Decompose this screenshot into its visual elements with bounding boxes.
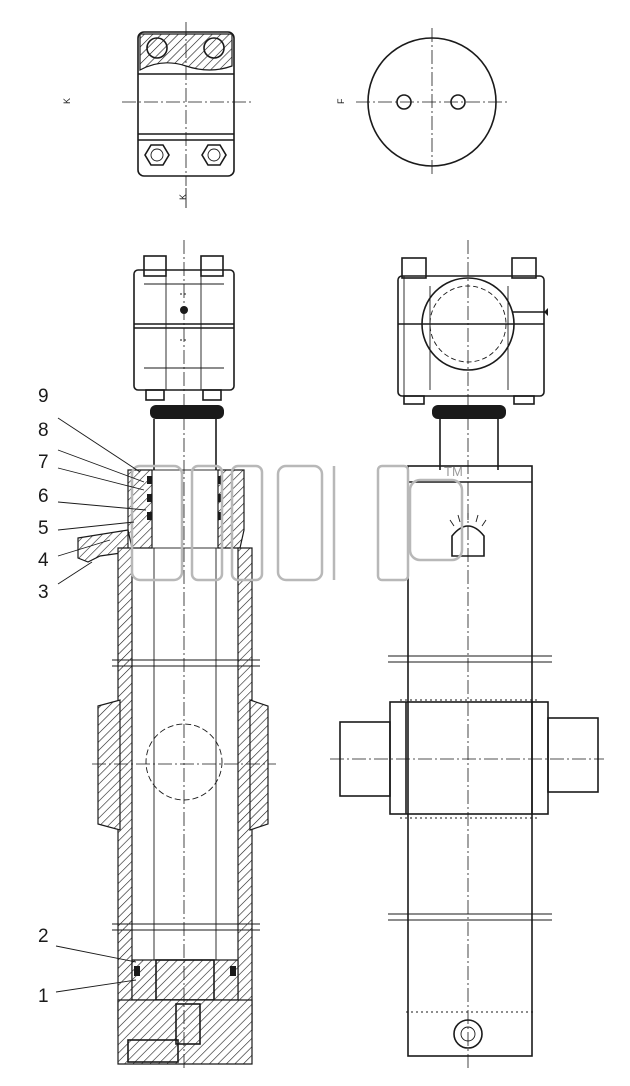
callout-8: 8 <box>38 420 49 441</box>
watermark-tm: TM <box>444 464 463 479</box>
callout-leaders <box>55 417 147 993</box>
callout-9: 9 <box>38 386 49 407</box>
watermark-logo: TM <box>130 464 464 582</box>
right-external-view <box>330 240 604 1068</box>
callout-1: 1 <box>38 986 49 1007</box>
left-sectional-view <box>77 240 276 1070</box>
callout-5: 5 <box>38 518 49 539</box>
view-f-end-plate: F <box>336 28 508 176</box>
view-label-k-left: K <box>62 98 72 104</box>
callout-6: 6 <box>38 486 49 507</box>
view-label-k-bottom: K <box>178 194 188 200</box>
callout-2: 2 <box>38 926 49 947</box>
callout-4: 4 <box>38 550 49 571</box>
callout-7: 7 <box>38 452 49 473</box>
view-label-f: F <box>336 98 346 104</box>
view-k-bracket: K K <box>62 22 252 208</box>
callout-3: 3 <box>38 582 49 603</box>
